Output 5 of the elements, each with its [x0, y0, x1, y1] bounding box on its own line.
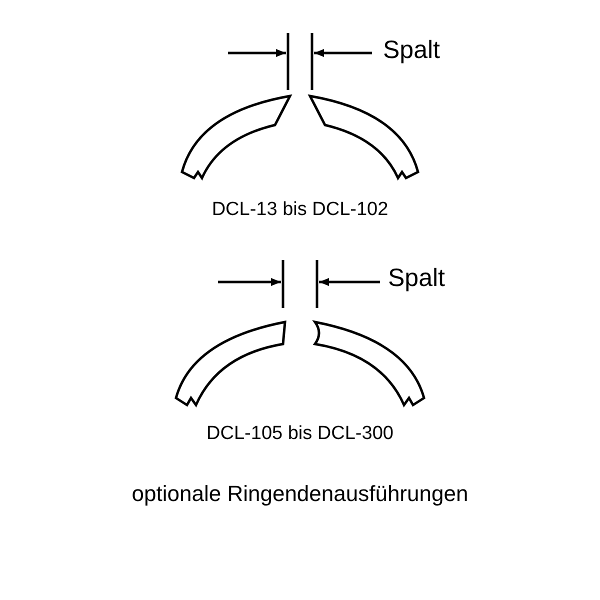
size-range-label: DCL-13 bis DCL-102 — [212, 200, 388, 219]
gap-label: Spalt — [388, 266, 445, 291]
gap-label: Spalt — [383, 38, 440, 63]
size-range-label: DCL-105 bis DCL-300 — [206, 424, 394, 443]
caption: optionale Ringendenausführungen — [132, 483, 468, 505]
